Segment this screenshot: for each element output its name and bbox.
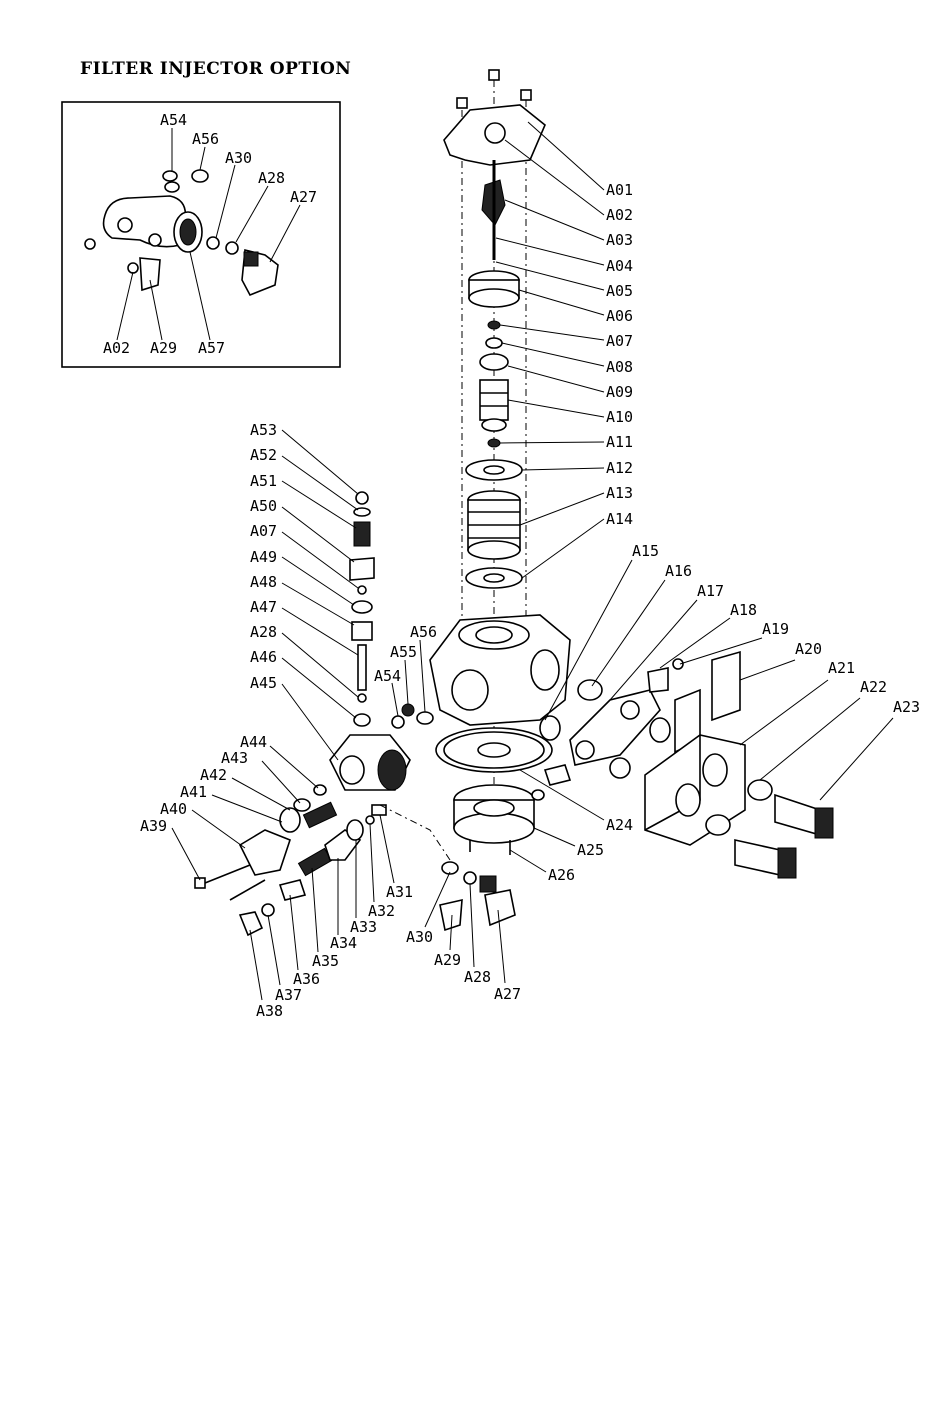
part-label: A13	[606, 484, 633, 502]
part-label: A22	[860, 678, 887, 696]
part-label: A05	[606, 282, 633, 300]
part-label: A57	[198, 339, 225, 357]
part-label: A29	[434, 951, 461, 969]
part-label: A50	[250, 497, 277, 515]
part-label: A33	[350, 918, 377, 936]
part-label: A42	[200, 766, 227, 784]
part-label: A10	[606, 408, 633, 426]
part-label: A54	[374, 667, 401, 685]
part-label: A20	[795, 640, 822, 658]
part-label: A08	[606, 358, 633, 376]
part-label: A28	[464, 968, 491, 986]
part-label: A52	[250, 446, 277, 464]
part-label: A30	[225, 149, 252, 167]
part-label: A28	[258, 169, 285, 187]
part-label: A38	[256, 1002, 283, 1020]
part-label: A37	[275, 986, 302, 1004]
part-label: A29	[150, 339, 177, 357]
part-label: A07	[250, 522, 277, 540]
part-label: A36	[293, 970, 320, 988]
part-label: A02	[103, 339, 130, 357]
part-label: A12	[606, 459, 633, 477]
part-label: A27	[290, 188, 317, 206]
part-label: A19	[762, 620, 789, 638]
part-label: A43	[221, 749, 248, 767]
part-label: A04	[606, 257, 633, 275]
part-label: A09	[606, 383, 633, 401]
part-label: A49	[250, 548, 277, 566]
part-label: A34	[330, 934, 357, 952]
part-label: A25	[577, 841, 604, 859]
part-label: A51	[250, 472, 277, 490]
part-label: A11	[606, 433, 633, 451]
part-label: A55	[390, 643, 417, 661]
part-label: A07	[606, 332, 633, 350]
part-label: A41	[180, 783, 207, 801]
part-label: A47	[250, 598, 277, 616]
part-label: A35	[312, 952, 339, 970]
part-label: A14	[606, 510, 633, 528]
part-label: A39	[140, 817, 167, 835]
part-label: A30	[406, 928, 433, 946]
part-label: A31	[386, 883, 413, 901]
part-label: A26	[548, 866, 575, 884]
part-label: A48	[250, 573, 277, 591]
inset-injector-assembly	[85, 170, 278, 295]
part-label: A15	[632, 542, 659, 560]
part-label: A23	[893, 698, 920, 716]
part-label: A01	[606, 181, 633, 199]
part-label: A21	[828, 659, 855, 677]
part-label: A03	[606, 231, 633, 249]
part-label: A56	[192, 130, 219, 148]
part-label: A16	[665, 562, 692, 580]
part-label: A02	[606, 206, 633, 224]
part-label: A24	[606, 816, 633, 834]
diagram-title: FILTER INJECTOR OPTION	[80, 59, 351, 79]
part-label: A28	[250, 623, 277, 641]
part-label: A06	[606, 307, 633, 325]
part-label: A56	[410, 623, 437, 641]
part-label: A46	[250, 648, 277, 666]
part-label: A18	[730, 601, 757, 619]
part-label: A17	[697, 582, 724, 600]
part-label: A40	[160, 800, 187, 818]
part-label: A53	[250, 421, 277, 439]
part-label: A45	[250, 674, 277, 692]
part-label: A27	[494, 985, 521, 1003]
part-label: A54	[160, 111, 187, 129]
part-label: A32	[368, 902, 395, 920]
